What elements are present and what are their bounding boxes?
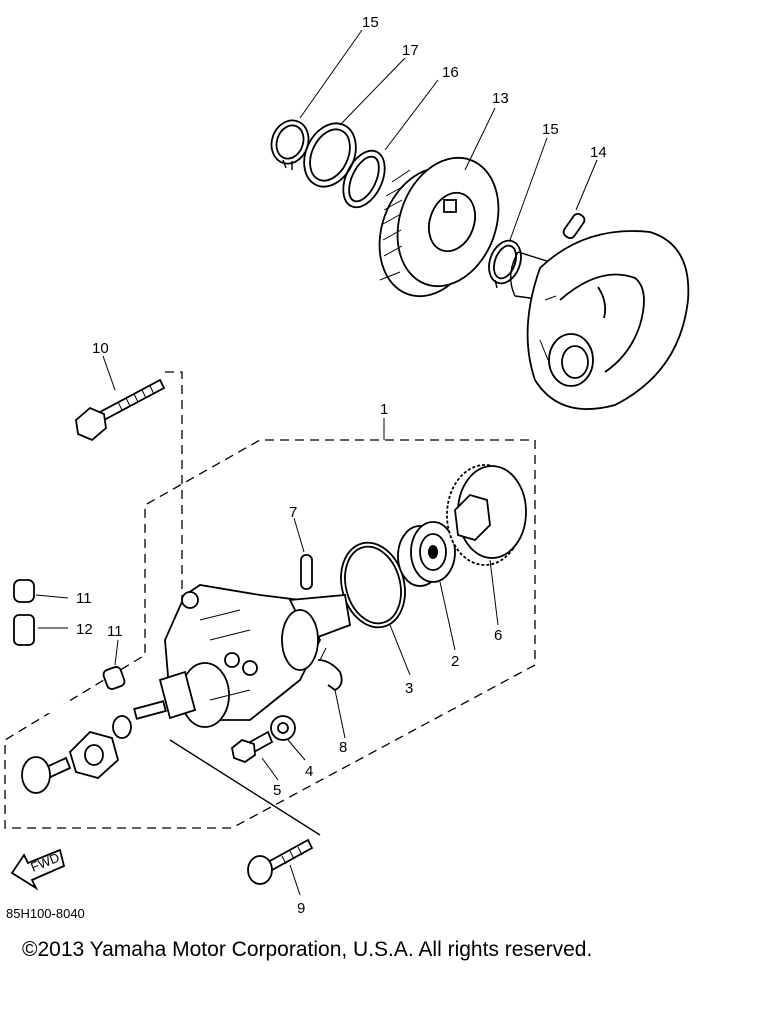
callout-2: 2 bbox=[451, 653, 459, 670]
ring-16 bbox=[342, 149, 386, 209]
bolt-9 bbox=[247, 838, 314, 885]
exploded-parts-diagram: FWD 15 17 16 13 15 14 10 1 7 11 12 bbox=[4, 14, 690, 921]
callout-11-upper: 11 bbox=[76, 590, 92, 607]
callout-3: 3 bbox=[405, 680, 413, 697]
rotor-housing bbox=[510, 230, 690, 410]
assembly-1-boundary bbox=[4, 439, 536, 829]
callout-6: 6 bbox=[494, 627, 502, 644]
pin-14 bbox=[562, 212, 586, 240]
diagram-code: 85H100-8040 bbox=[6, 906, 85, 921]
callout-11-lower: 11 bbox=[107, 623, 123, 640]
hose-12-and-clips-11 bbox=[13, 579, 126, 714]
leader-lines bbox=[35, 29, 598, 896]
o-ring-3 bbox=[340, 541, 406, 629]
callout-labels: 15 17 16 13 15 14 10 1 7 11 12 11 6 2 3 … bbox=[76, 14, 607, 917]
upper-assembly bbox=[270, 119, 690, 410]
callout-9: 9 bbox=[297, 900, 305, 917]
circlip-15-lower bbox=[488, 239, 522, 289]
callout-14: 14 bbox=[590, 144, 607, 161]
gear-6 bbox=[446, 464, 527, 566]
nut-and-screw bbox=[21, 715, 132, 794]
bearing-2 bbox=[397, 521, 456, 587]
pulley-13 bbox=[378, 156, 500, 298]
callout-5: 5 bbox=[273, 782, 281, 799]
callout-10: 10 bbox=[92, 340, 109, 357]
callout-17: 17 bbox=[402, 42, 419, 59]
callout-15-lower: 15 bbox=[542, 121, 559, 138]
fwd-arrow-icon: FWD bbox=[10, 848, 66, 891]
bolt-5 bbox=[231, 730, 274, 764]
callout-8: 8 bbox=[339, 739, 347, 756]
callout-16: 16 bbox=[442, 64, 459, 81]
bolt-10 bbox=[75, 378, 166, 442]
circlip-15-upper bbox=[270, 119, 310, 170]
callout-4: 4 bbox=[305, 763, 313, 780]
pin-7 bbox=[300, 554, 313, 590]
copyright-notice: ©2013 Yamaha Motor Corporation, U.S.A. A… bbox=[22, 938, 593, 961]
callout-7: 7 bbox=[289, 504, 297, 521]
pump-body bbox=[133, 584, 352, 728]
washer-4 bbox=[270, 715, 296, 741]
callout-12: 12 bbox=[76, 621, 93, 638]
callout-15-upper: 15 bbox=[362, 14, 379, 31]
callout-13: 13 bbox=[492, 90, 509, 107]
clip-8 bbox=[317, 659, 343, 692]
lower-assembly: FWD bbox=[4, 371, 536, 891]
callout-1: 1 bbox=[380, 401, 388, 418]
